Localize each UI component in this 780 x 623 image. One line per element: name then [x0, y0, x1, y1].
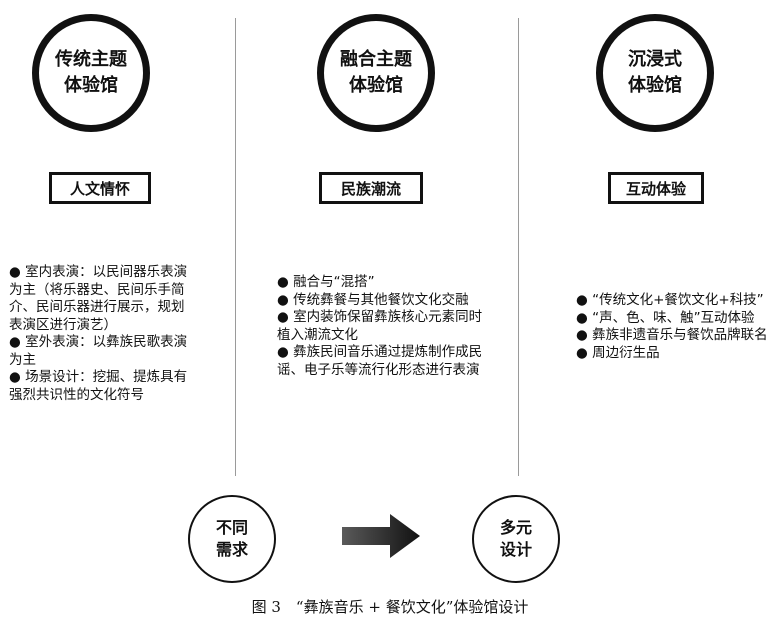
bullet-line: ● 室内表演：以民间器乐表演: [9, 264, 188, 280]
bullet-line: ● 传统彝餐与其他餐饮文化交融: [277, 291, 469, 308]
different-needs-line2: 需求: [215, 540, 248, 559]
tag-humanistic-feeling: 人文情怀: [49, 172, 151, 204]
traditional-hall-title-line1: 传统主题: [55, 49, 127, 70]
bullet-line: ● “声、色、味、触”互动体验: [576, 309, 755, 326]
tag-interactive-experience: 互动体验: [608, 172, 704, 204]
diverse-design-line1: 多元: [499, 518, 532, 537]
traditional-hall-bullets: ● 室内表演：以民间器乐表演 为主（将乐器史、民间乐手简 介、民间乐器进行展示，…: [9, 264, 229, 404]
bullet-line: ● 彝族民间音乐通过提炼制作成民: [277, 344, 483, 360]
arrow-right-icon: [342, 514, 420, 558]
different-needs-line1: 不同: [215, 518, 248, 537]
tag-ethnic-trend: 民族潮流: [319, 172, 423, 204]
diverse-design-circle: 多元 设计: [472, 495, 560, 583]
bullet-line: 表演区进行演艺）: [9, 316, 117, 333]
bullet-line: ● 周边衍生品: [576, 344, 660, 361]
bullet-line: 谣、电子乐等流行化形态进行表演: [277, 361, 480, 378]
immersive-hall-bullets: ● “传统文化+餐饮文化+科技” ● “声、色、味、触”互动体验 ● 彝族非遗音…: [576, 292, 776, 362]
bullet-line: ● 室内装饰保留彝族核心元素同时: [277, 309, 483, 325]
fusion-hall-bullets: ● 融合与“混搭” ● 传统彝餐与其他餐饮文化交融 ● 室内装饰保留彝族核心元素…: [277, 274, 513, 379]
bullet-line: ● “传统文化+餐饮文化+科技”: [576, 292, 764, 308]
diverse-design-line2: 设计: [499, 540, 532, 559]
bullet-line: 为主: [9, 351, 36, 368]
immersive-hall-title-line1: 沉浸式: [628, 49, 682, 70]
immersive-hall-circle: 沉浸式 体验馆: [596, 14, 714, 132]
bullet-line: ● 场景设计：挖掘、提炼具有: [9, 369, 188, 385]
different-needs-circle: 不同 需求: [188, 495, 276, 583]
bullet-line: 介、民间乐器进行展示，规划: [9, 299, 185, 315]
traditional-hall-circle: 传统主题 体验馆: [32, 14, 150, 132]
bullet-line: 为主（将乐器史、民间乐手简: [9, 281, 185, 298]
figure-caption: 图 3 “彝族音乐 + 餐饮文化”体验馆设计: [251, 598, 529, 616]
bullet-line: ● 室外表演：以彝族民歌表演: [9, 334, 188, 350]
bullet-line: ● 彝族非遗音乐与餐饮品牌联名: [576, 327, 768, 343]
divider-right: [518, 18, 519, 476]
traditional-hall-title-line2: 体验馆: [64, 75, 118, 96]
bullet-line: 植入潮流文化: [277, 326, 358, 343]
fusion-hall-circle: 融合主题 体验馆: [317, 14, 435, 132]
fusion-hall-title-line2: 体验馆: [349, 75, 403, 96]
divider-left: [235, 18, 236, 476]
fusion-hall-title-line1: 融合主题: [340, 49, 412, 70]
immersive-hall-title-line2: 体验馆: [628, 75, 682, 96]
bullet-line: ● 融合与“混搭”: [277, 274, 375, 290]
bullet-line: 强烈共识性的文化符号: [9, 386, 144, 403]
